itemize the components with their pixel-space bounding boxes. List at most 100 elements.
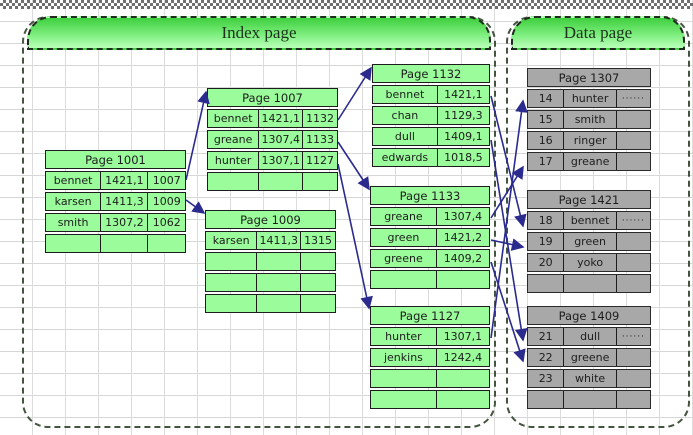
table-cell: greane: [384, 210, 423, 223]
table-cell: 1307,1: [258, 152, 302, 169]
table-cell: [300, 295, 335, 312]
table-row: [527, 274, 651, 293]
table-cell: [256, 274, 300, 291]
table-cell: [147, 235, 185, 252]
table-row: 15 smith: [527, 110, 651, 129]
table-cell: 20: [538, 256, 553, 269]
table-cell: chan: [391, 109, 419, 122]
table-cell: [615, 153, 650, 170]
table-row: [370, 369, 490, 388]
table-cell: [302, 173, 337, 190]
table-row: [527, 390, 651, 409]
table-cell: 1421,1: [258, 110, 302, 127]
table-cell: 1409,1: [436, 128, 489, 145]
table-cell: 1007: [147, 172, 185, 189]
table-title-page1007: Page 1007: [207, 88, 338, 107]
data-page-banner: Data page: [511, 16, 685, 50]
table-cell: 17: [538, 155, 553, 168]
table-cell: 1018,5: [436, 149, 489, 166]
table-cell: [435, 271, 489, 288]
table-cell: 22: [538, 351, 553, 364]
table-cell: 1421,2: [435, 229, 489, 246]
table-cell: [615, 349, 650, 366]
table-cell: ringer: [563, 132, 615, 149]
table-cell: [528, 275, 563, 292]
table-cell: jenkins: [383, 351, 423, 364]
table-cell: [300, 253, 335, 270]
table-cell: dull: [563, 328, 615, 345]
table-cell: bennet: [53, 174, 93, 187]
table-cell: 1315: [300, 232, 335, 249]
table-cell: ······: [615, 212, 650, 229]
table-cell: bennet: [385, 88, 425, 101]
table-cell: karsen: [212, 234, 250, 247]
table-row: green 1421,2: [370, 228, 490, 247]
table-cell: edwards: [381, 151, 429, 164]
table-cell: green: [387, 231, 420, 244]
table-cell: 1307,1: [435, 328, 489, 345]
table-cell: [615, 370, 650, 387]
table-title-page1133: Page 1133: [370, 186, 490, 205]
table-cell: smith: [563, 111, 615, 128]
table-title-page1009: Page 1009: [205, 210, 336, 229]
table-cell: [256, 253, 300, 270]
table-cell: [46, 235, 100, 252]
table-cell: [435, 370, 489, 387]
table-row: [207, 172, 338, 191]
table-cell: [300, 274, 335, 291]
table-cell: 23: [538, 372, 553, 385]
table-cell: greene: [563, 349, 615, 366]
table-row: [370, 270, 490, 289]
table-cell: bennet: [213, 112, 253, 125]
table-row: [370, 390, 490, 409]
table-cell: yoko: [563, 254, 615, 271]
table-row: 23 white: [527, 369, 651, 388]
table-cell: 1009: [147, 193, 185, 210]
table-row: bennet 1421,1: [372, 85, 490, 104]
table-title-page1127: Page 1127: [370, 306, 490, 325]
table-row: [45, 234, 186, 253]
table-row: [205, 273, 336, 292]
table-cell: [206, 295, 256, 312]
table-row: 22 greene: [527, 348, 651, 367]
table-cell: 1421,1: [436, 86, 489, 103]
table-cell: [615, 254, 650, 271]
table-cell: greane: [563, 153, 615, 170]
table-cell: 1132: [302, 110, 337, 127]
table-cell: white: [563, 370, 615, 387]
table-cell: hunter: [214, 154, 252, 167]
table-cell: [563, 275, 615, 292]
table-cell: [615, 391, 650, 408]
table-cell: 14: [538, 92, 553, 105]
table-row: 17 greane: [527, 152, 651, 171]
table-cell: 15: [538, 113, 553, 126]
table-cell: 1127: [302, 152, 337, 169]
table-cell: [615, 233, 650, 250]
table-cell: [208, 173, 258, 190]
table-cell: 1133: [302, 131, 337, 148]
table-cell: [100, 235, 147, 252]
table-cell: [563, 391, 615, 408]
table-title-page1421: Page 1421: [527, 190, 651, 209]
table-cell: 1062: [147, 214, 185, 231]
table-cell: dull: [394, 130, 415, 143]
table-cell: 1307,2: [100, 214, 147, 231]
table-cell: [615, 275, 650, 292]
table-title-page1001: Page 1001: [45, 150, 186, 169]
